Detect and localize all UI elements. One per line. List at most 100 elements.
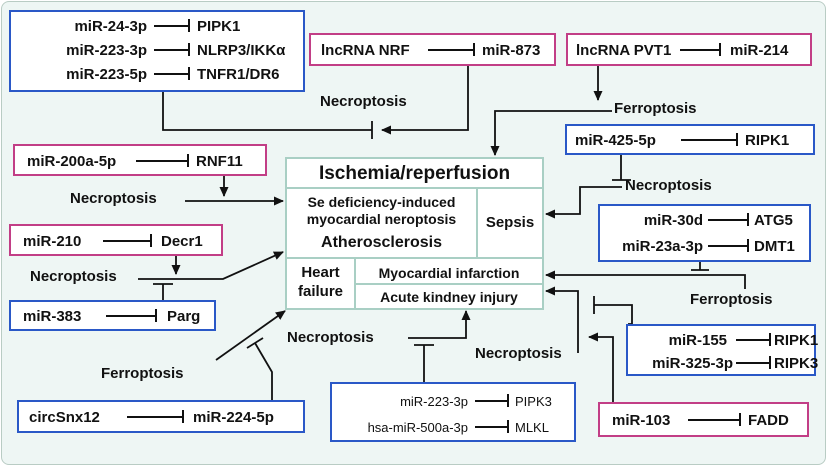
necroptosis-label: Necroptosis	[475, 345, 562, 362]
inhibition-arrow	[127, 411, 184, 422]
mir383-box: miR-383 Parg	[9, 300, 216, 331]
center-divider	[356, 283, 542, 285]
mir30d-box: miR-30d ATG5 miR-23a-3p DMT1	[598, 204, 811, 262]
necroptosis-label: Necroptosis	[287, 329, 374, 346]
mir425-box: miR-425-5p RIPK1	[565, 124, 815, 155]
mirna-row: miR-210 Decr1	[11, 231, 221, 251]
ferroptosis-label: Ferroptosis	[614, 100, 697, 117]
target-label: DMT1	[754, 237, 795, 255]
inhibition-arrow	[154, 20, 190, 31]
acute-kidney-injury-label: Acute kindney injury	[380, 289, 518, 305]
disease-center-box: Ischemia/reperfusion Se deficiency-induc…	[285, 157, 544, 310]
target-label: NLRP3/IKKα	[197, 41, 286, 59]
link-circ-bar	[246, 337, 264, 349]
lncrna-row: lncRNA NRF miR-873	[311, 40, 554, 60]
mirna-label: miR-155	[668, 331, 727, 349]
center-divider	[287, 257, 542, 259]
inhibition-arrow	[681, 134, 738, 145]
mirna-label: miR-200a-5p	[27, 152, 117, 170]
mir223-box: miR-223-3p PIPK3 hsa-miR-500a-3p MLKL	[330, 382, 576, 442]
mirna-row: miR-383 Parg	[11, 306, 214, 326]
sepsis-label: Sepsis	[485, 214, 535, 231]
mirna-row: miR-325-3p RIPK3	[628, 353, 818, 373]
se-deficiency-label-line2: myocardial neroptosis	[306, 211, 457, 227]
mirna-label: miR-224-5p	[193, 408, 274, 426]
mirna-row: miR-23a-3p DMT1	[600, 236, 809, 256]
mirna-label: miR-383	[23, 307, 82, 325]
se-deficiency-label-line1: Se deficiency-induced	[307, 194, 456, 210]
myocardial-infarction-label: Myocardial infarction	[378, 265, 520, 281]
mirna-row: miR-200a-5p RNF11	[15, 151, 265, 171]
necroptosis-label: Necroptosis	[625, 177, 712, 194]
mirna-label: miR-873	[482, 41, 541, 59]
link-necro-bottom-center	[408, 310, 471, 339]
inhibition-arrow	[736, 357, 771, 368]
link-topleft-down	[162, 92, 372, 131]
ferroptosis-label: Ferroptosis	[101, 365, 184, 382]
mirna-label: miR-223-3p	[66, 41, 147, 59]
circrna-row: circSnx12 miR-224-5p	[19, 407, 303, 427]
mirna-label: hsa-miR-500a-3p	[367, 419, 468, 435]
target-label: FADD	[748, 411, 789, 429]
circrna-label: circSnx12	[29, 408, 100, 426]
ferroptosis-label: Ferroptosis	[690, 291, 773, 308]
mirna-label: miR-30d	[643, 211, 703, 229]
target-label: PIPK3	[515, 393, 552, 409]
target-label: Parg	[167, 307, 201, 325]
center-divider	[476, 187, 478, 257]
circsnx12-box: circSnx12 miR-224-5p	[17, 400, 305, 433]
link-necro-right-sepsis	[545, 186, 622, 219]
link-ferro-bottom-left	[215, 310, 286, 361]
mirna-row: miR-223-3p PIPK3	[332, 391, 574, 411]
link-ferro-right-mi	[545, 270, 746, 289]
inhibition-arrow	[154, 68, 190, 79]
target-label: ATG5	[754, 211, 793, 229]
mirna-row: miR-155 RIPK1	[628, 330, 819, 350]
target-label: RIPK3	[774, 354, 819, 372]
mirna-row: miR-223-5p TNFR1/DR6	[11, 64, 303, 84]
inhibition-arrow	[708, 240, 749, 251]
mirna-row: miR-30d ATG5	[600, 210, 809, 230]
target-label: PIPK1	[197, 17, 241, 35]
mirna-row: miR-425-5p RIPK1	[567, 130, 813, 150]
target-label: RIPK1	[774, 331, 819, 349]
mir210-box: miR-210 Decr1	[9, 224, 223, 256]
mirna-label: miR-210	[23, 232, 82, 250]
link-nrf-down	[381, 66, 469, 135]
ischemia-reperfusion-label: Ischemia/reperfusion	[318, 163, 511, 184]
lncrna-row: lncRNA PVT1 miR-214	[568, 40, 810, 60]
link-necro-bottom-right-aki	[545, 286, 579, 353]
heart-failure-label-line2: failure	[297, 283, 343, 300]
lncrna-label: lncRNA NRF	[321, 41, 410, 59]
lncrna-pvt1-box: lncRNA PVT1 miR-214	[566, 33, 812, 66]
mirna-label: miR-23a-3p	[622, 237, 703, 255]
necroptosis-label: Necroptosis	[30, 268, 117, 285]
inhibition-arrow	[136, 155, 189, 166]
link-necro-left-lower	[138, 251, 284, 280]
necroptosis-label: Necroptosis	[320, 93, 407, 110]
mirna-label: miR-325-3p	[652, 354, 733, 372]
mirna-label: miR-425-5p	[575, 131, 656, 149]
mirna-box-top-left: miR-24-3p PIPK1 miR-223-3p NLRP3/IKKα mi…	[9, 10, 305, 92]
mirna-label: miR-24-3p	[74, 17, 147, 35]
mirna-label: miR-103	[612, 411, 671, 429]
link-mir103-up	[588, 332, 614, 402]
inhibition-arrow	[428, 44, 475, 55]
mirna-row: miR-103 FADD	[600, 410, 807, 430]
lncrna-nrf-box: lncRNA NRF miR-873	[309, 33, 556, 66]
mir200-box: miR-200a-5p RNF11	[13, 144, 267, 176]
lncrna-label: lncRNA PVT1	[576, 41, 672, 59]
center-divider	[354, 257, 356, 308]
target-label: Decr1	[161, 232, 203, 250]
inhibition-arrow	[708, 214, 749, 225]
link-ferro-center	[490, 110, 612, 156]
target-label: RNF11	[196, 152, 243, 170]
mir103-box: miR-103 FADD	[598, 402, 809, 437]
atherosclerosis-label: Atherosclerosis	[321, 234, 442, 251]
inhibition-arrow	[475, 421, 509, 432]
inhibition-arrow	[688, 414, 741, 425]
mir155-box: miR-155 RIPK1 miR-325-3p RIPK3	[626, 324, 819, 376]
target-label: MLKL	[515, 419, 549, 435]
mirna-row: miR-223-3p NLRP3/IKKα	[11, 40, 303, 60]
mirna-row: hsa-miR-500a-3p MLKL	[332, 417, 574, 437]
